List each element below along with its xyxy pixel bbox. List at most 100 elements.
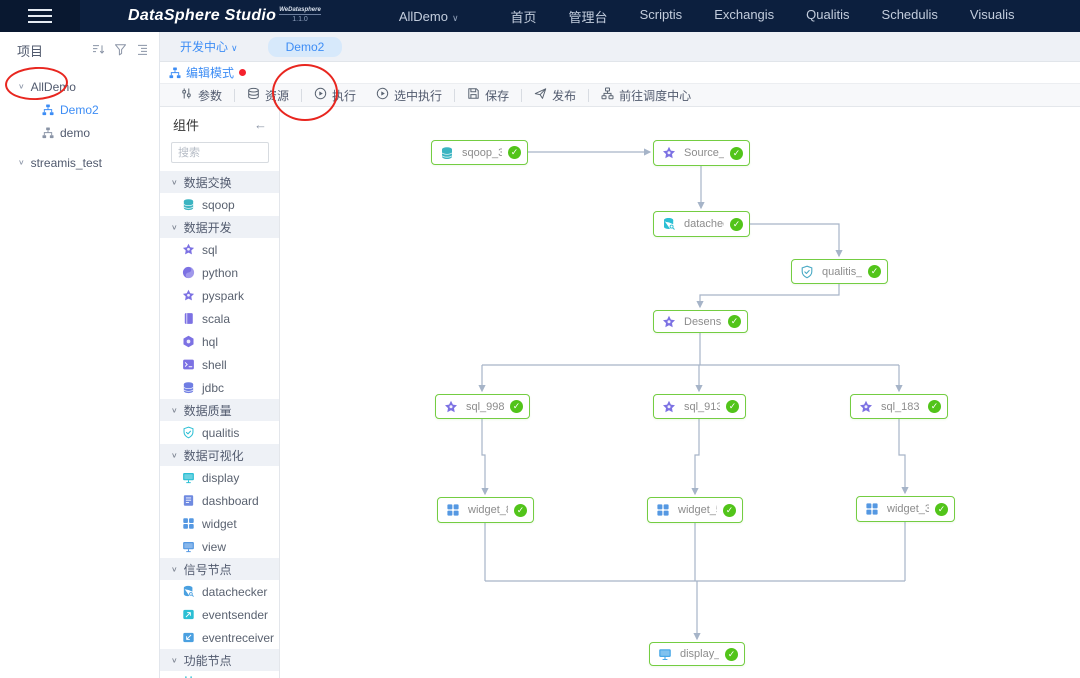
palette-item-pyspark[interactable]: pyspark <box>160 284 279 307</box>
tree-group-streamis_test[interactable]: ∨streamis_test <box>18 155 102 170</box>
palette-section-数据可视化[interactable]: ∨数据可视化 <box>160 444 279 466</box>
success-status-icon: ✓ <box>725 647 738 661</box>
brand-superscript: WeDatasphere <box>279 7 321 15</box>
chevron-down-icon: ∨ <box>171 177 178 186</box>
edit-mode-tab[interactable]: 编辑模式 <box>169 64 247 81</box>
palette-section-功能节点[interactable]: ∨功能节点 <box>160 649 279 671</box>
flow-tab-demo2[interactable]: Demo2 <box>267 36 343 57</box>
sort-icon[interactable] <box>92 43 105 59</box>
palette-item-view[interactable]: view <box>160 535 279 558</box>
toolbar-button-发布[interactable]: 发布 <box>524 87 586 104</box>
palette-item-dashboard[interactable]: dashboard <box>160 489 279 512</box>
toolbar-button-资源[interactable]: 资源 <box>237 87 299 104</box>
flow-node-sql_9131[interactable]: sql_9131 ✓ <box>653 394 746 419</box>
palette-item-jdbc[interactable]: jdbc <box>160 376 279 399</box>
workspace-switcher[interactable]: AllDemo∨ <box>398 8 459 24</box>
toolbar-button-参数[interactable]: 参数 <box>170 87 232 104</box>
filter-icon[interactable] <box>114 43 127 59</box>
flow-node-qualitis_2000[interactable]: qualitis_2000✓ <box>791 259 888 284</box>
flow-node-widget_3197[interactable]: widget_3197✓ <box>856 496 955 522</box>
flow-node-sql_183[interactable]: sql_183 ✓ <box>850 394 948 419</box>
nav-item-Scriptis[interactable]: Scriptis <box>639 6 683 22</box>
flow-node-widget_5045[interactable]: widget_5045✓ <box>647 497 743 523</box>
database-icon <box>440 146 454 160</box>
tree-item-demo[interactable]: demo <box>0 121 159 144</box>
palette-item-hql[interactable]: hql <box>160 330 279 353</box>
palette-section-数据交换[interactable]: ∨数据交换 <box>160 171 279 193</box>
nav-item-管理台[interactable]: 管理台 <box>568 9 608 25</box>
toolbar-divider <box>521 88 523 102</box>
palette-item-display[interactable]: display <box>160 466 279 489</box>
shell-icon <box>182 358 195 371</box>
palette-section-信号节点[interactable]: ∨信号节点 <box>160 558 279 580</box>
tree-group-AllDemo[interactable]: ∨AllDemo <box>18 79 76 94</box>
palette-item-eventreceiver[interactable]: eventreceiver <box>160 626 279 649</box>
success-status-icon: ✓ <box>508 146 521 159</box>
nav-item-Exchangis[interactable]: Exchangis <box>714 6 775 22</box>
nav-item-Schedulis[interactable]: Schedulis <box>881 6 938 22</box>
palette-item-qualitis[interactable]: qualitis <box>160 421 279 444</box>
flow-node-sql_9986[interactable]: sql_9986 ✓ <box>435 394 530 419</box>
node-label: sql_183 <box>881 400 920 413</box>
star-icon <box>662 400 676 414</box>
view-icon <box>182 540 195 553</box>
palette-item-python[interactable]: python <box>160 261 279 284</box>
chevron-down-icon: ∨ <box>171 564 178 573</box>
grid-icon <box>865 502 879 516</box>
nav-item-Visualis[interactable]: Visualis <box>969 6 1015 22</box>
chevron-down-icon: ∨ <box>18 158 25 167</box>
chevron-down-icon: ∨ <box>171 222 178 231</box>
palette-item-connector[interactable]: connector <box>160 671 279 678</box>
list-icon[interactable] <box>136 43 149 59</box>
play-icon <box>376 87 389 103</box>
node-label: sql_9986 <box>466 400 504 413</box>
dev-center-dropdown[interactable]: 开发中心∨ <box>180 40 238 54</box>
flow-node-widget_8097[interactable]: widget_8097✓ <box>437 497 534 523</box>
workflow-canvas[interactable]: sqoop_3679✓ Source_Data ✓ datachecker...✓ qu… <box>280 107 1080 678</box>
success-status-icon: ✓ <box>928 400 941 413</box>
star-icon <box>444 400 458 414</box>
nav-item-Qualitis[interactable]: Qualitis <box>806 6 850 22</box>
node-label: sql_9131 <box>684 400 720 413</box>
sql-icon <box>182 243 195 256</box>
nav-item-首页[interactable]: 首页 <box>510 9 537 25</box>
palette-item-sqoop[interactable]: sqoop <box>160 193 279 216</box>
grid-icon <box>656 503 670 517</box>
hamburger-menu-button[interactable] <box>0 0 80 32</box>
toolbar-button-保存[interactable]: 保存 <box>457 87 519 104</box>
flow-node-datachecker[interactable]: datachecker...✓ <box>653 211 750 237</box>
flow-node-display_9653[interactable]: display_9653 ✓ <box>649 642 745 666</box>
success-status-icon: ✓ <box>510 400 523 413</box>
palette-item-scala[interactable]: scala <box>160 307 279 330</box>
edit-mode-row: 编辑模式 <box>160 62 1080 84</box>
sliders-icon <box>180 87 193 103</box>
brand-title: DataSphere Studio <box>128 7 277 24</box>
toolbar-button-前往调度中心[interactable]: 前往调度中心 <box>591 87 701 104</box>
success-status-icon: ✓ <box>726 400 739 413</box>
collapse-palette-button[interactable]: ← <box>254 117 267 132</box>
palette-item-sql[interactable]: sql <box>160 238 279 261</box>
success-status-icon: ✓ <box>730 146 743 160</box>
star-icon <box>859 400 873 414</box>
palette-item-eventsender[interactable]: eventsender <box>160 603 279 626</box>
palette-search-input[interactable] <box>171 142 269 163</box>
flow-node-Source_Data[interactable]: Source_Data ✓ <box>653 140 750 166</box>
project-panel-title: 项目 <box>17 44 44 59</box>
toolbar-button-执行[interactable]: 执行 <box>304 87 366 104</box>
tree-item-Demo2[interactable]: Demo2 <box>0 98 159 121</box>
plane-icon <box>534 87 547 103</box>
grid-icon <box>446 503 460 517</box>
workspace-tabrow: 开发中心∨ Demo2 <box>160 32 1080 62</box>
palette-item-shell[interactable]: shell <box>160 353 279 376</box>
node-label: display_9653 <box>680 648 719 660</box>
palette-section-数据质量[interactable]: ∨数据质量 <box>160 399 279 421</box>
palette-item-widget[interactable]: widget <box>160 512 279 535</box>
palette-item-datachecker[interactable]: datachecker <box>160 580 279 603</box>
flow-node-Desensitized[interactable]: Desensitized...✓ <box>653 310 748 333</box>
node-label: Source_Data <box>684 147 724 159</box>
palette-section-数据开发[interactable]: ∨数据开发 <box>160 216 279 238</box>
toolbar-button-选中执行[interactable]: 选中执行 <box>366 87 452 104</box>
flow-node-sqoop_3679[interactable]: sqoop_3679✓ <box>431 140 528 165</box>
